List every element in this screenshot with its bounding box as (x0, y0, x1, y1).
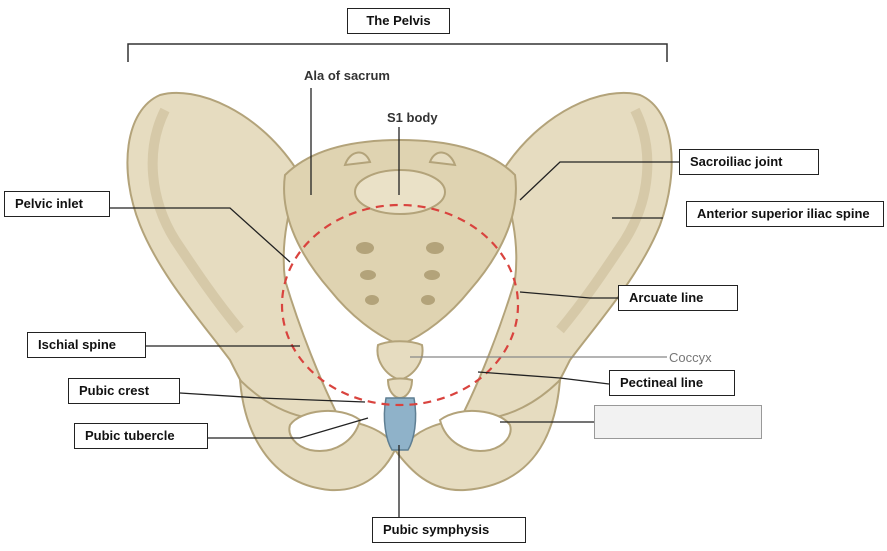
pubic-symphysis-shape (383, 397, 417, 451)
pelvis-bone (126, 91, 673, 492)
label-pubic-tubercle: Pubic tubercle (74, 423, 208, 449)
label-s1-body: S1 body (387, 110, 438, 125)
leader-lines (110, 88, 679, 517)
sacrum (283, 138, 517, 347)
label-ala-of-sacrum: Ala of sacrum (304, 68, 390, 83)
pelvic-inlet-outline (280, 203, 520, 407)
label-ischial-spine: Ischial spine (27, 332, 146, 358)
label-pelvic-inlet: Pelvic inlet (4, 191, 110, 217)
label-sacroiliac-joint: Sacroiliac joint (679, 149, 819, 175)
title-bracket (127, 43, 668, 62)
page-title: The Pelvis (347, 8, 450, 34)
label-coccyx: Coccyx (669, 350, 712, 365)
label-anterior-superior-iliac-spine: Anterior superior iliac spine (686, 201, 884, 227)
s1-body-shape (354, 169, 446, 215)
right-obturator-foramen (438, 409, 512, 452)
coccyx-shape (376, 340, 424, 382)
label-pubic-crest: Pubic crest (68, 378, 180, 404)
pubic-rami (238, 377, 562, 492)
label-pectineal-line: Pectineal line (609, 370, 735, 396)
label-arcuate-line: Arcuate line (618, 285, 738, 311)
blank-label-box[interactable] (594, 405, 762, 439)
label-pubic-symphysis: Pubic symphysis (372, 517, 526, 543)
